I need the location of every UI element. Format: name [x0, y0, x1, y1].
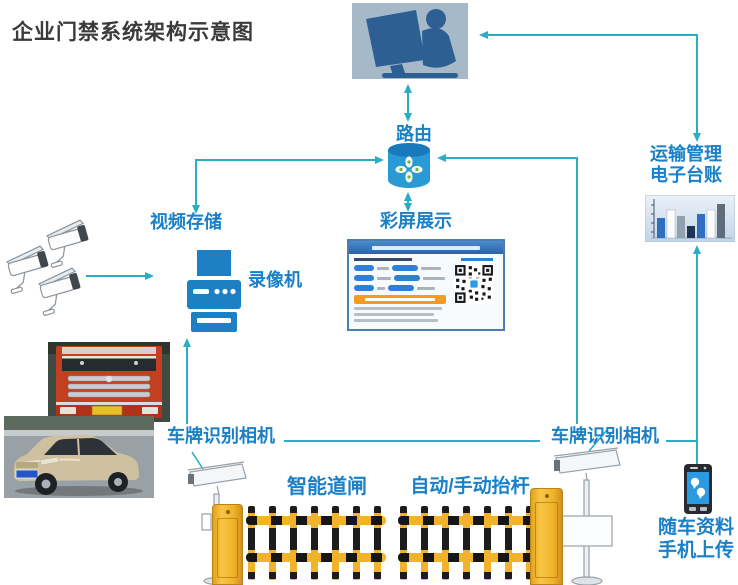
barrier-arm-smart	[246, 506, 386, 582]
smart-barrier-label: 智能道闸	[287, 476, 367, 498]
page-title: 企业门禁系统架构示意图	[12, 21, 254, 44]
display-info-panel	[352, 257, 454, 325]
phone-upload-line2: 手机上传	[657, 540, 734, 561]
phone-upload-label: 随车资料 手机上传	[646, 516, 738, 562]
car-photo	[4, 416, 154, 498]
ledger-label-line1: 运输管理	[650, 144, 722, 164]
color-display-label: 彩屏展示	[380, 211, 452, 231]
ledger-label-line2: 电子台账	[650, 165, 722, 185]
ledger-label: 运输管理 电子台账	[636, 144, 736, 186]
video-storage-label: 视频存储	[150, 212, 222, 232]
router-cylinder-icon	[388, 143, 430, 188]
barrier-post-left	[212, 504, 243, 585]
phone-upload-line1: 随车资料	[657, 517, 734, 538]
lpr-camera-right-label: 车牌识别相机	[551, 426, 659, 446]
display-banner	[354, 295, 446, 304]
pole-camera-right-icon	[553, 447, 621, 585]
truck-photo	[48, 342, 170, 422]
connector-ledger-computer	[486, 34, 698, 138]
display-header	[349, 241, 503, 254]
bar-chart-icon	[645, 195, 735, 242]
smartphone-icon	[684, 464, 712, 514]
computer-user-icon	[352, 3, 468, 79]
auto-manual-lift-label: 自动/手动抬杆	[410, 476, 530, 497]
video-recorder-icon	[187, 250, 241, 332]
qr-code-icon	[454, 264, 494, 304]
barrier-arm-lift	[398, 506, 536, 582]
connector-storage-router	[195, 159, 378, 210]
barrier-post-right	[530, 488, 563, 585]
lpr-camera-left-label: 车牌识别相机	[167, 426, 275, 446]
display-screen-icon	[347, 239, 505, 331]
recorder-label: 录像机	[248, 270, 302, 290]
router-label: 路由	[396, 124, 432, 144]
cctv-camera-group	[1, 218, 95, 317]
